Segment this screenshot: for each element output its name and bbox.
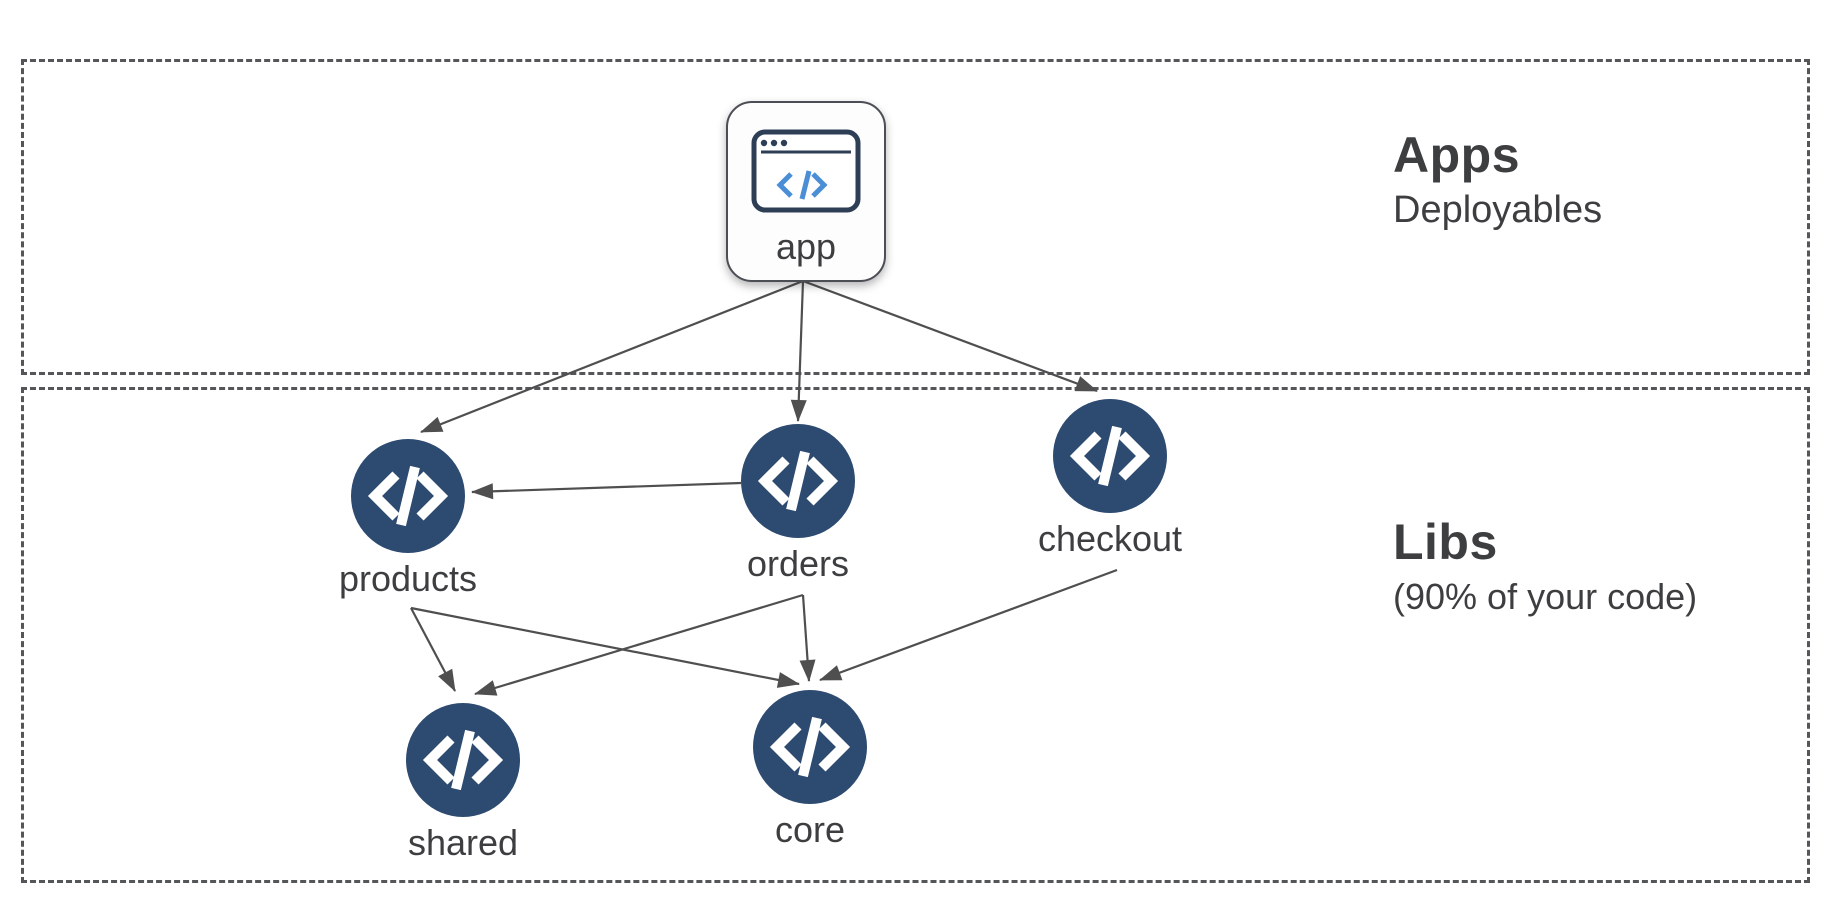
code-icon [351, 439, 465, 553]
node-app: app [726, 101, 886, 282]
apps-zone-label: Apps Deployables [1393, 130, 1602, 232]
libs-zone-label: Libs (90% of your code) [1393, 517, 1697, 617]
libs-zone-title: Libs [1393, 514, 1498, 570]
browser-code-icon [751, 129, 861, 213]
code-icon [741, 424, 855, 538]
node-label: shared [407, 822, 519, 863]
libs-zone-subtitle: (90% of your code) [1393, 576, 1698, 617]
node-label: core [774, 809, 846, 850]
node-label: app [775, 226, 837, 267]
node-checkout: checkout [1038, 399, 1182, 558]
node-shared: shared [406, 703, 520, 862]
node-core: core [753, 690, 867, 849]
code-icon [1053, 399, 1167, 513]
code-icon [753, 690, 867, 804]
node-label: orders [746, 543, 850, 584]
apps-zone-title: Apps [1393, 127, 1520, 183]
apps-zone-subtitle: Deployables [1393, 189, 1603, 231]
node-products: products [339, 439, 477, 598]
code-icon [406, 703, 520, 817]
node-orders: orders [741, 424, 855, 583]
libs-zone-box [21, 387, 1810, 883]
node-label: checkout [1037, 518, 1183, 559]
node-label: products [338, 558, 478, 599]
